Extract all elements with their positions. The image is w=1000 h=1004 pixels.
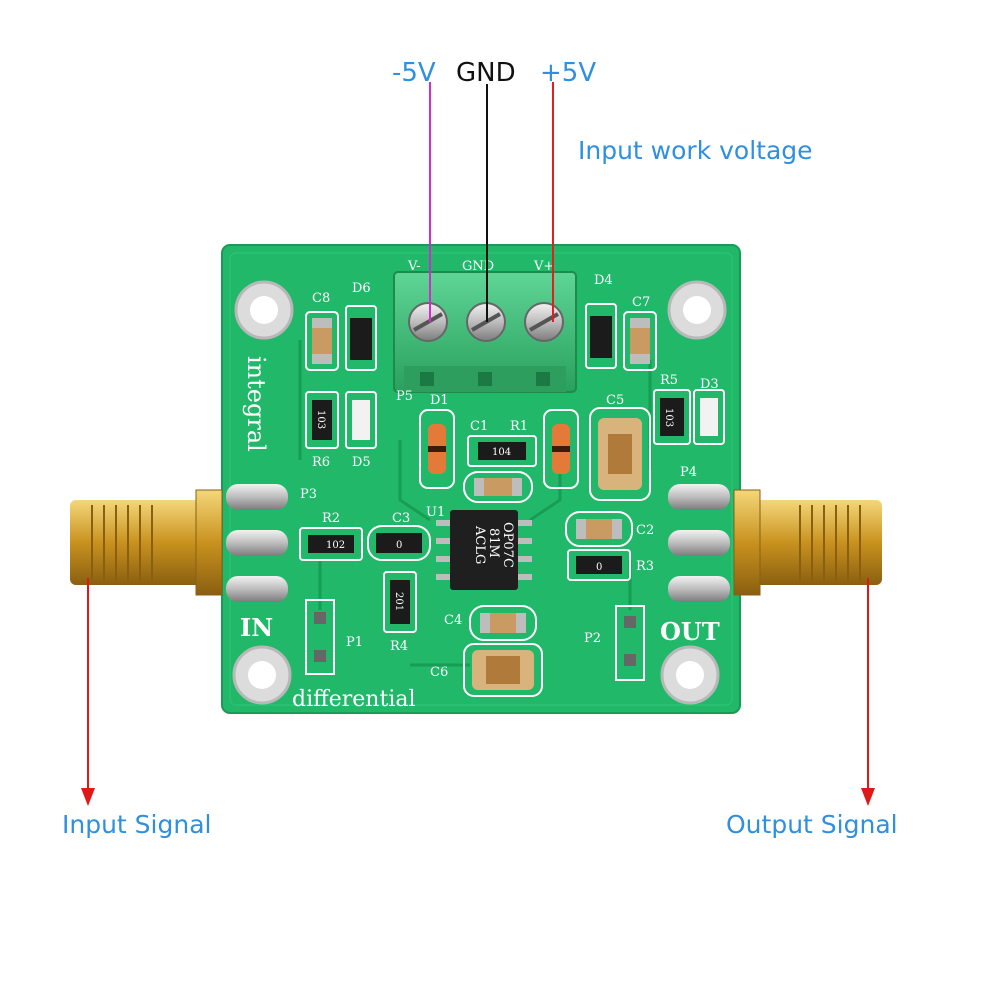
silk-differential: differential [292,687,416,712]
code-r6: 103 [315,410,326,429]
resistor-r3 [567,549,631,581]
opamp-u1 [436,510,532,590]
capacitor-c4 [469,605,537,641]
label-input-signal: Input Signal [62,810,212,839]
capacitor-c3 [367,525,431,561]
label-output-signal: Output Signal [726,810,898,839]
label-gnd: GND [456,58,516,88]
mounting-hole-tl [234,280,294,340]
resistor-r2 [299,527,363,561]
diode-d6 [345,305,377,371]
label-plus5v: +5V [540,58,597,88]
code-r4: 201 [393,592,404,611]
ref-p4: P4 [680,465,697,480]
sma-connector-output [733,489,882,596]
capacitor-c1 [463,471,533,503]
silk-integral: integral [242,356,270,452]
ref-p1: P1 [346,635,363,650]
ref-c5: C5 [606,393,624,408]
capacitor-c6 [463,643,543,697]
led-d5 [345,391,377,449]
code-r2: 102 [326,540,345,551]
ref-c1: C1 [470,419,488,434]
diode-d1 [419,409,455,489]
ref-d4: D4 [594,273,613,288]
sma-pads-right [668,484,730,602]
sma-connector-input [70,489,223,596]
sma-pads-left [226,484,288,602]
ref-c3: C3 [392,511,410,526]
ref-d3: D3 [700,377,719,392]
ref-p3: P3 [300,487,317,502]
svg-text:81M: 81M [486,528,501,558]
ref-r2: R2 [322,511,340,526]
ref-r6: R6 [312,455,330,470]
resistor-r4 [383,571,417,633]
label-input-work-voltage: Input work voltage [578,136,813,165]
mounting-hole-br [660,645,720,705]
ref-r5: R5 [660,373,678,388]
mounting-hole-bl [232,645,292,705]
label-minus5v: -5V [392,58,436,88]
ref-r1: R1 [510,419,528,434]
screw-terminal-block [393,271,577,393]
ref-c2: C2 [636,523,654,538]
capacitor-c8 [305,311,339,371]
arrow-input-signal [81,578,95,806]
capacitor-c2 [565,511,633,547]
resistor-r5 [653,389,691,445]
terminal-label-vminus: V- [407,259,421,274]
mounting-hole-tr [667,280,727,340]
ref-c4: C4 [444,613,462,628]
diode-d2 [543,409,579,489]
ref-c8: C8 [312,291,330,306]
header-p1 [305,599,335,675]
header-p2 [615,605,645,681]
ref-c7: C7 [632,295,650,310]
silk-in: IN [240,613,273,642]
terminal-label-vplus: V+ [533,259,554,274]
silk-out: OUT [660,617,720,646]
ref-p5: P5 [396,389,413,404]
code-r5: 103 [663,408,674,427]
capacitor-c5 [589,407,651,501]
ref-r4: R4 [390,639,408,654]
ref-r3: R3 [636,559,654,574]
code-r1: 104 [492,447,511,458]
ref-u1: U1 [426,505,445,520]
chip-marking: OP07C 81M ACLG [472,522,515,568]
svg-text:OP07C: OP07C [500,522,515,568]
code-c3: 0 [396,540,402,551]
ref-d5: D5 [352,455,371,470]
code-r3: 0 [596,562,602,573]
diode-d4 [585,303,617,369]
arrow-output-signal [861,578,875,806]
resistor-r1 [467,435,537,467]
ref-d1: D1 [430,393,449,408]
led-d3 [693,389,725,445]
ref-d6: D6 [352,281,371,296]
resistor-r6 [305,391,339,449]
ref-p2: P2 [584,631,601,646]
capacitor-c7 [623,311,657,371]
svg-text:ACLG: ACLG [472,525,487,564]
ref-c6: C6 [430,665,448,680]
terminal-label-gnd: GND [462,259,494,274]
